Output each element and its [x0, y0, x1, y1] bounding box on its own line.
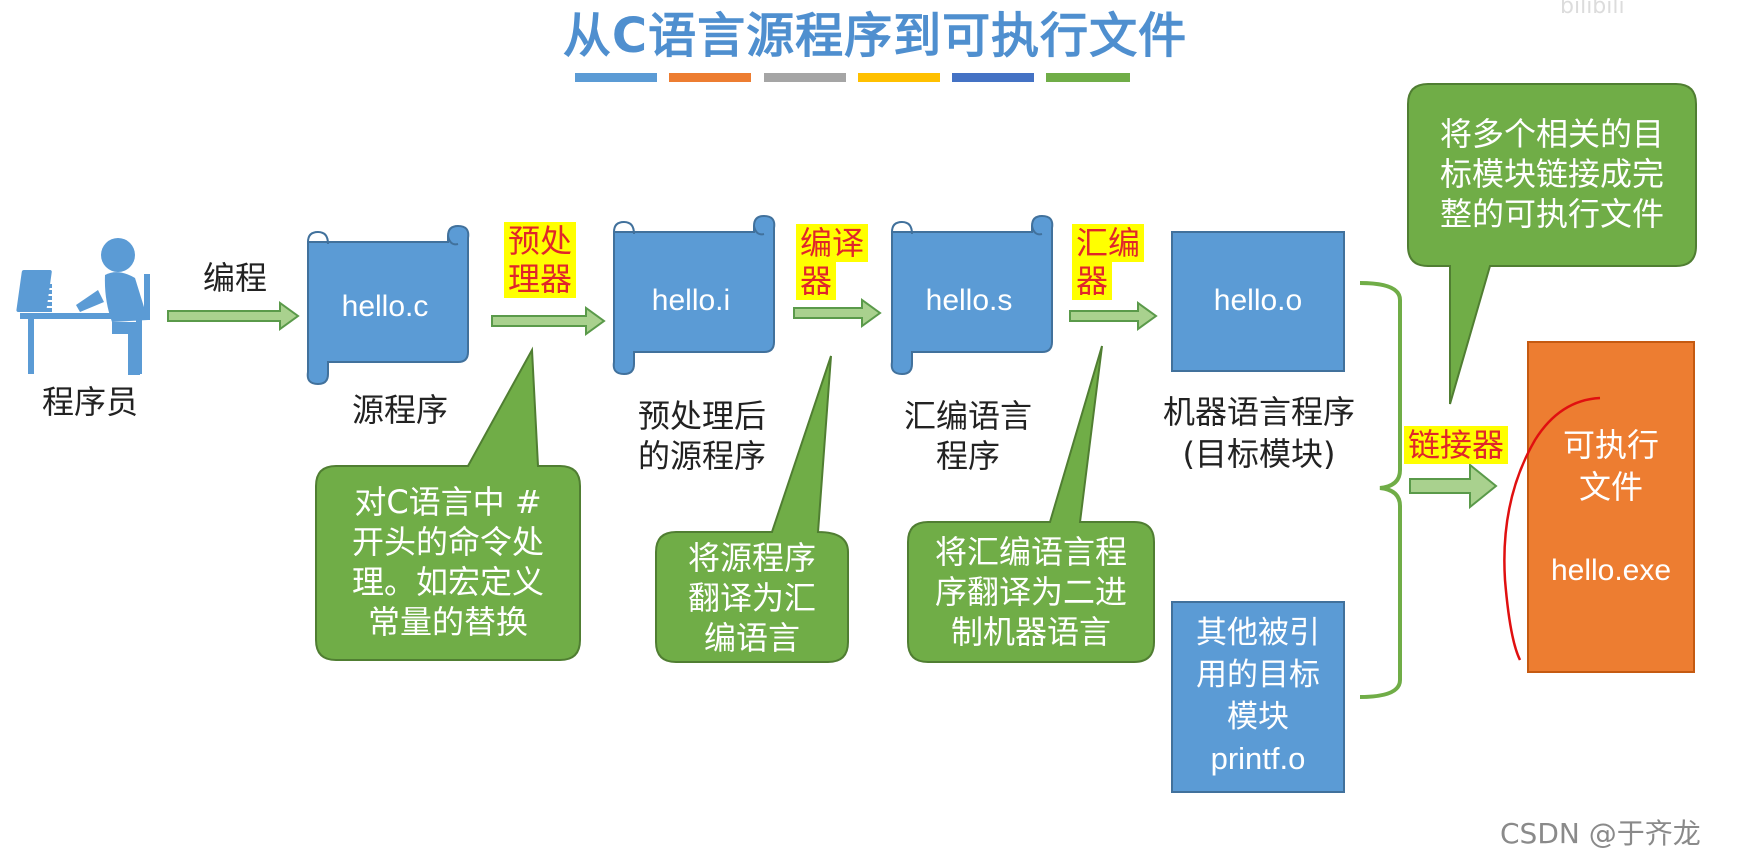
tool-assembler-line1: 汇编 — [1072, 224, 1145, 262]
caption-assembly-line2: 程序 — [935, 437, 1000, 475]
callout-link-text: 将多个相关的目 标模块链接成完 整的可执行文件 — [1410, 114, 1694, 234]
tool-preprocessor-line1: 预处 — [504, 222, 577, 260]
file-hello-s: hello.s — [925, 284, 1013, 317]
executable-file: hello.exe — [1550, 554, 1672, 587]
programmer-icon — [16, 238, 150, 375]
arrow-assemble — [1069, 301, 1158, 331]
callout-line: 制机器语言 — [950, 613, 1111, 651]
executable-line1: 可执行 — [1562, 427, 1659, 463]
callout-line: 将汇编语言程 — [934, 533, 1127, 571]
callout-line: 将源程序 — [687, 539, 816, 577]
other-module-text: 其他被引 用的目标 模块 printf.o — [1172, 612, 1344, 780]
caption-preprocessed-line2: 的源程序 — [637, 437, 766, 475]
video-watermark: bilibili — [1560, 0, 1625, 19]
callout-line: 理。如宏定义 — [351, 563, 544, 601]
executable-text: 可执行 文件 — [1528, 424, 1694, 508]
callout-line: 将多个相关的目 — [1439, 115, 1664, 153]
csdn-watermark: CSDN @于齐龙 — [1500, 817, 1701, 850]
arrow-link — [1409, 462, 1498, 510]
file-hello-o: hello.o — [1213, 284, 1303, 317]
color-bar-segment — [858, 73, 940, 82]
box-hello-o — [1171, 231, 1345, 372]
box-executable — [1527, 341, 1695, 673]
tool-compiler-line2: 器 — [796, 262, 837, 300]
programmer-label: 程序员 — [41, 383, 138, 421]
callout-line: 编语言 — [703, 619, 800, 657]
caption-source-program: 源程序 — [351, 391, 448, 429]
callout-line: 整的可执行文件 — [1439, 195, 1664, 233]
callout-assemble-text: 将汇编语言程 序翻译为二进 制机器语言 — [910, 532, 1152, 652]
box-printf-o — [1171, 601, 1345, 793]
callout-line: 翻译为汇 — [687, 579, 816, 617]
color-bar-segment — [669, 73, 751, 82]
color-bar — [575, 73, 1135, 82]
other-module-line: 模块 — [1227, 699, 1289, 734]
callout-line: 常量的替换 — [367, 603, 528, 641]
callout-preprocess-shape — [315, 346, 581, 661]
color-bar-segment — [952, 73, 1034, 82]
caption-machine-line2: (目标模块) — [1182, 435, 1336, 473]
color-bar-segment — [764, 73, 846, 82]
page-title: 从C语言源程序到可执行文件 — [562, 8, 1188, 64]
callout-line: 开头的命令处 — [351, 523, 544, 561]
other-module-line: 用的目标 — [1196, 657, 1320, 692]
callout-assemble-shape — [907, 345, 1155, 663]
tool-compiler-line1: 编译 — [796, 224, 869, 262]
color-bar-segment — [1046, 73, 1130, 82]
arrow-preprocess — [491, 306, 606, 336]
arrow-programming — [167, 301, 300, 331]
caption-preprocessed-line1: 预处理后 — [637, 397, 766, 435]
callout-line: 标模块链接成完 — [1439, 155, 1664, 193]
file-hello-i: hello.i — [651, 284, 731, 317]
callout-compile-text: 将源程序 翻译为汇 编语言 — [658, 538, 846, 658]
tool-assembler-line2: 器 — [1072, 262, 1113, 300]
color-bar-segment — [575, 73, 657, 82]
executable-line2: 文件 — [1578, 469, 1643, 505]
other-module-line: 其他被引 — [1196, 615, 1320, 650]
file-hello-c: hello.c — [341, 290, 429, 323]
programming-arrow-label: 编程 — [202, 259, 267, 297]
other-module-file: printf.o — [1210, 741, 1306, 776]
arrow-compile — [793, 298, 882, 328]
caption-machine-line1: 机器语言程序 — [1162, 393, 1355, 431]
tool-preprocessor-line2: 理器 — [504, 260, 577, 298]
callout-preprocess-text: 对C语言中 # 开头的命令处 理。如宏定义 常量的替换 — [320, 482, 576, 642]
caption-assembly-line1: 汇编语言 — [903, 397, 1032, 435]
link-bracket — [1359, 281, 1402, 699]
callout-compile-shape — [655, 355, 849, 663]
tool-linker: 链接器 — [1404, 426, 1509, 464]
callout-line: 序翻译为二进 — [934, 573, 1127, 611]
red-pen-annotation — [1503, 396, 1601, 661]
callout-line: 对C语言中 # — [354, 483, 542, 521]
callout-link-shape — [1407, 83, 1697, 405]
